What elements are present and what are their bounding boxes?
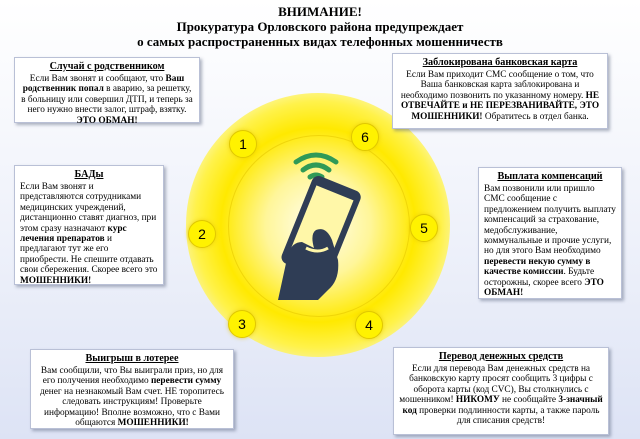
- case-compensation-title: Выплата компенсаций: [497, 171, 603, 182]
- header-topic: о самых распространенных видах телефонны…: [137, 34, 503, 49]
- number-badge-3: 3: [228, 310, 256, 338]
- header-warning: ВНИМАНИЕ!: [278, 4, 362, 19]
- case-card-box: Заблокирована банковская карта Если Вам …: [392, 53, 608, 129]
- case-compensation-text: Вам позвонили или пришло СМС сообщение с…: [484, 184, 616, 299]
- case-lottery-box: Выигрыш в лотерее Вам сообщили, что Вы в…: [30, 349, 234, 429]
- number-badge-6: 6: [351, 123, 379, 151]
- number-badge-2: 2: [188, 220, 216, 248]
- wifi-signal-icon: [293, 152, 339, 180]
- smartphone-in-hand-icon: [278, 152, 361, 300]
- number-badge-4: 4: [355, 311, 383, 339]
- center-ring: [228, 135, 410, 317]
- case-card-text: Если Вам приходит СМС сообщение о том, ч…: [400, 70, 600, 122]
- case-lottery-text: Вам сообщили, что Вы выиграли приз, но д…: [39, 366, 225, 429]
- case-supplements-title: БАДы: [74, 169, 104, 180]
- case-transfer-text: Если для перевода Вам денежных средств н…: [399, 364, 603, 427]
- case-card-title: Заблокирована банковская карта: [422, 57, 578, 68]
- case-relative-text: Если Вам звонят и сообщают, что Ваш родс…: [21, 74, 193, 126]
- header-subtitle: Прокуратура Орловского района предупрежд…: [176, 19, 464, 34]
- case-relative-box: Случай с родственником Если Вам звонят и…: [14, 57, 200, 126]
- case-lottery-title: Выигрыш в лотерее: [85, 353, 179, 364]
- case-supplements-box: БАДы Если Вам звонят и представляются со…: [14, 165, 164, 286]
- case-compensation-box: Выплата компенсаций Вам позвонили или пр…: [478, 167, 622, 299]
- number-badge-5: 5: [410, 214, 438, 242]
- case-transfer-title: Перевод денежных средств: [438, 351, 564, 362]
- case-relative-title: Случай с родственником: [49, 61, 165, 72]
- case-supplements-text: Если Вам звонят и представляются сотрудн…: [20, 182, 158, 286]
- number-badge-1: 1: [229, 130, 257, 158]
- case-transfer-box: Перевод денежных средств Если для перево…: [393, 347, 609, 435]
- header: ВНИМАНИЕ! Прокуратура Орловского района …: [0, 4, 640, 49]
